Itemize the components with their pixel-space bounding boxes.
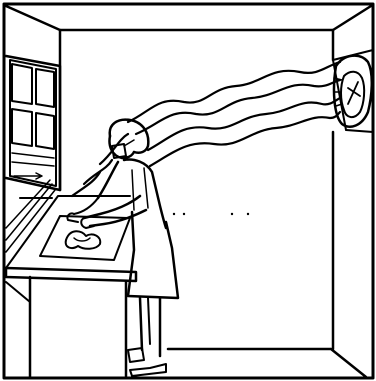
airflow-line-2 (136, 80, 340, 134)
airflow-line-1 (128, 62, 340, 122)
back-wall-edges (60, 30, 333, 190)
right-hand (81, 218, 94, 228)
cabinet-left-diagonal (6, 282, 30, 302)
window-pane-bottom-left (12, 109, 32, 146)
right-wall-ledge (346, 130, 373, 132)
ceiling-corners (6, 6, 371, 30)
right-shoe (130, 364, 166, 376)
left-shoe (128, 348, 144, 362)
window-pane-top-right (36, 69, 54, 107)
airflow-wavy-lines (72, 62, 340, 196)
cabinet-sides (30, 277, 126, 378)
floor-line (168, 349, 366, 377)
fan-blade-lines (348, 82, 360, 104)
wall-dots (173, 213, 249, 215)
window-pane-bottom-right (36, 113, 54, 149)
person-far-arm (74, 198, 98, 214)
person-apron (128, 212, 178, 298)
dishes-in-sink (66, 231, 101, 249)
left-hand (67, 213, 78, 222)
mask-strap (124, 140, 134, 146)
apron-straps (132, 168, 148, 210)
counter-top (6, 268, 136, 281)
window-pane-top-left (12, 64, 32, 104)
airflow-line-3 (148, 98, 340, 150)
person-front-arm (98, 162, 118, 198)
kitchen-counter (6, 173, 136, 378)
dish-detail (74, 238, 90, 241)
window-left-wall (6, 56, 60, 190)
leg-inner (148, 298, 150, 344)
window-sill-lines (12, 153, 54, 166)
